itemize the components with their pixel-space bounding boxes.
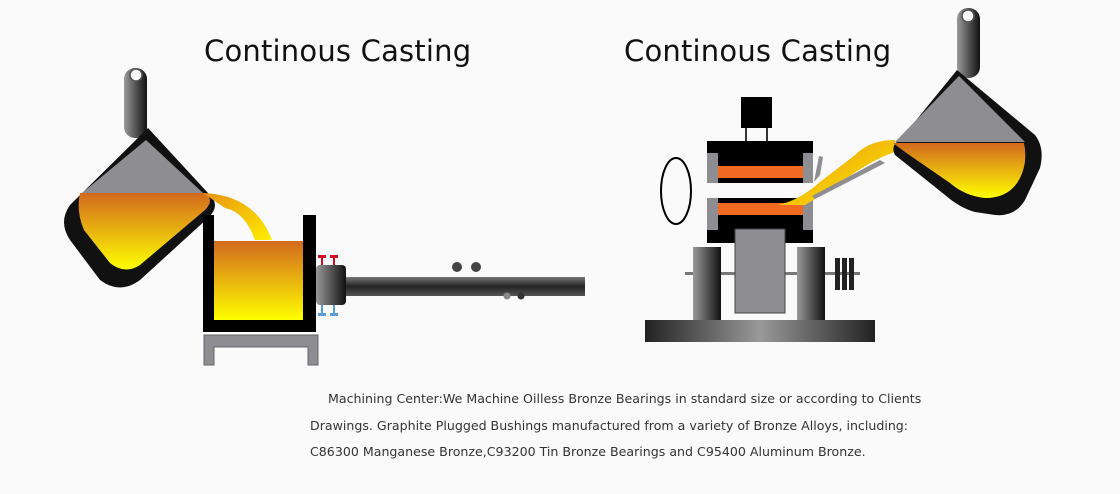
left-casting-diagram bbox=[64, 68, 585, 366]
crucible bbox=[203, 215, 316, 332]
caption-line: C86300 Manganese Bronze,C93200 Tin Bronz… bbox=[310, 444, 866, 459]
die-block bbox=[316, 265, 346, 305]
diagram-title-right: Continous Casting bbox=[624, 34, 892, 68]
pulley bbox=[835, 258, 854, 290]
cast-rod bbox=[346, 277, 585, 296]
molten-stream-left bbox=[203, 193, 272, 240]
diagram-title-left: Continous Casting bbox=[204, 34, 472, 68]
machine-base bbox=[645, 228, 875, 342]
coil-ring bbox=[660, 157, 692, 225]
crucible-stand bbox=[203, 334, 319, 366]
cooling-valves bbox=[318, 255, 338, 316]
ladle-right bbox=[893, 8, 1042, 216]
right-casting-diagram bbox=[645, 8, 1042, 342]
caption-line: Machining Center:We Machine Oilless Bron… bbox=[328, 391, 922, 406]
caption: Machining Center:We Machine Oilless Bron… bbox=[310, 386, 922, 466]
centrifugal-mold bbox=[707, 141, 823, 243]
molten-stream-right bbox=[778, 140, 895, 205]
ladle-left bbox=[64, 68, 215, 288]
pull-rollers bbox=[452, 262, 525, 300]
caption-line: Drawings. Graphite Plugged Bushings manu… bbox=[310, 417, 909, 433]
motor bbox=[741, 97, 772, 128]
